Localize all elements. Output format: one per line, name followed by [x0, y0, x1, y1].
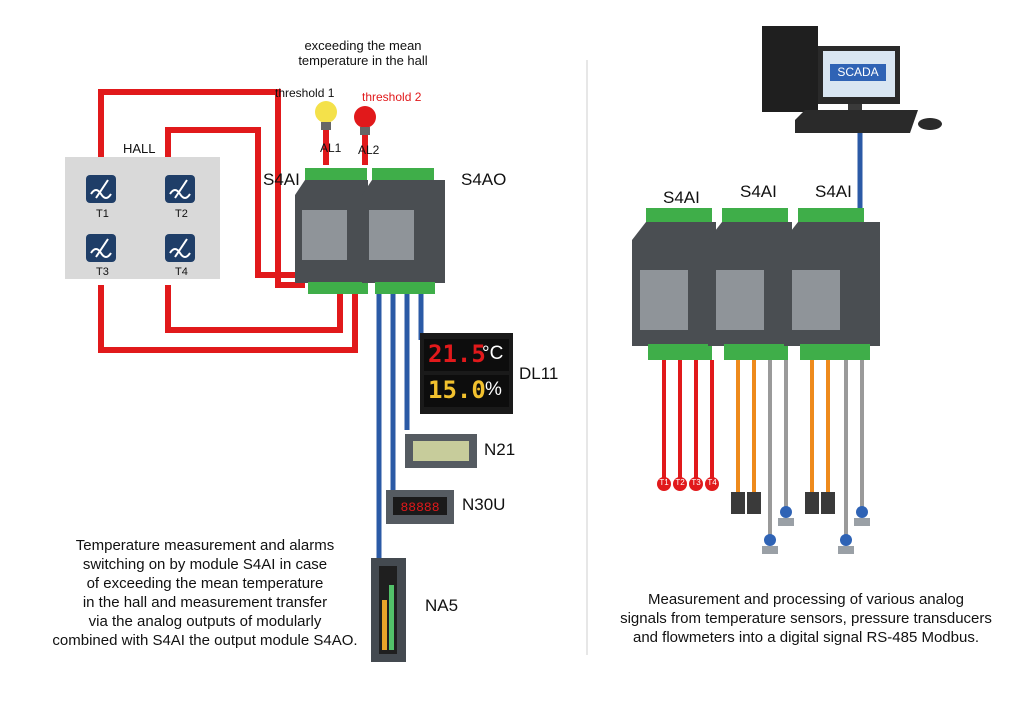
lightbulb-red-icon	[354, 106, 376, 135]
blue-wiring	[376, 294, 424, 570]
flowmeter-icon	[854, 506, 870, 526]
sensor-label-t4: T4	[175, 266, 188, 278]
right-module-label-3: S4AI	[815, 182, 852, 201]
sensor-label-t2: T2	[175, 208, 188, 220]
sensor-tag-t2: T2	[675, 478, 685, 487]
sensor-tag-t1: T1	[659, 478, 669, 487]
dl11-humidity-unit: %	[485, 379, 502, 400]
red-wiring	[98, 89, 368, 353]
alarm-title-line2: temperature in the hall	[298, 53, 428, 68]
left-caption-line: via the analog outputs of modularly	[88, 613, 322, 630]
tower-icon	[762, 26, 818, 112]
module-s4ai-right-2	[708, 208, 792, 360]
al1-label: AL1	[320, 141, 342, 155]
dl11-temperature-unit: °C	[482, 343, 504, 364]
computer	[762, 26, 942, 133]
na5-bargraph	[371, 558, 406, 662]
dl11-temperature-value: 21.5	[428, 340, 486, 368]
right-caption-line: signals from temperature sensors, pressu…	[620, 610, 992, 627]
left-caption-line: in the hall and measurement transfer	[82, 594, 328, 611]
right-module-label-2: S4AI	[740, 182, 777, 201]
module-s4ai-right-3	[784, 208, 880, 360]
right-modules	[632, 208, 880, 360]
flowmeter-icon	[778, 506, 794, 526]
right-module-label-1: S4AI	[663, 188, 700, 207]
sensor-tag-t4: T4	[707, 478, 717, 487]
n21-label: N21	[484, 440, 516, 459]
n21-meter	[405, 434, 477, 468]
dl11-display	[420, 333, 513, 414]
pressure-transducer-icon	[805, 492, 819, 514]
left-caption: Temperature measurement and alarms switc…	[40, 536, 370, 650]
dl11-humidity-value: 15.0	[428, 376, 486, 404]
flowmeter-icon	[762, 534, 778, 554]
keyboard-icon	[795, 110, 918, 133]
flowmeter-icon	[838, 534, 854, 554]
left-caption-line: Temperature measurement and alarms	[75, 537, 335, 554]
scada-label: SCADA	[837, 65, 879, 79]
dl11-label: DL11	[519, 364, 559, 383]
transducers-flowmeters	[731, 492, 870, 554]
right-caption-line: Measurement and processing of various an…	[647, 591, 965, 608]
sensor-tag-t3: T3	[691, 478, 701, 487]
module-s4ai-left	[295, 168, 368, 294]
threshold1-label: threshold 1	[275, 86, 335, 100]
lightbulb-yellow-icon	[315, 101, 337, 130]
n30u-label: N30U	[462, 495, 506, 514]
alarm-title: exceeding the mean temperature in the ha…	[268, 38, 458, 68]
module-label-s4ai: S4AI	[263, 170, 300, 189]
module-label-s4ao: S4AO	[461, 170, 507, 189]
alarm-title-line1: exceeding the mean	[304, 38, 422, 53]
threshold2-label: threshold 2	[362, 90, 422, 104]
sensor-label-t1: T1	[96, 208, 109, 220]
hall-label: HALL	[123, 141, 156, 156]
al2-label: AL2	[358, 143, 380, 157]
left-caption-line: switching on by module S4AI in case	[82, 556, 328, 573]
sensor-tags	[657, 477, 719, 491]
left-caption-line: combined with S4AI the output module S4A…	[52, 632, 358, 649]
pressure-transducer-icon	[821, 492, 835, 514]
pressure-transducer-icon	[731, 492, 745, 514]
sensor-label-t3: T3	[96, 266, 109, 278]
svg-text:88888: 88888	[400, 500, 439, 515]
right-caption: Measurement and processing of various an…	[596, 590, 1016, 647]
module-s4ao-left	[362, 168, 445, 294]
temperature-sensor-icons	[86, 175, 195, 262]
module-s4ai-right-1	[632, 208, 716, 360]
pressure-transducer-icon	[747, 492, 761, 514]
left-caption-line: of exceeding the mean temperature	[86, 575, 324, 592]
mouse-icon	[918, 118, 942, 130]
n30u-meter: 88888	[386, 490, 454, 524]
right-caption-line: and flowmeters into a digital signal RS-…	[632, 629, 980, 646]
na5-label: NA5	[425, 596, 459, 615]
right-wires	[662, 360, 864, 536]
